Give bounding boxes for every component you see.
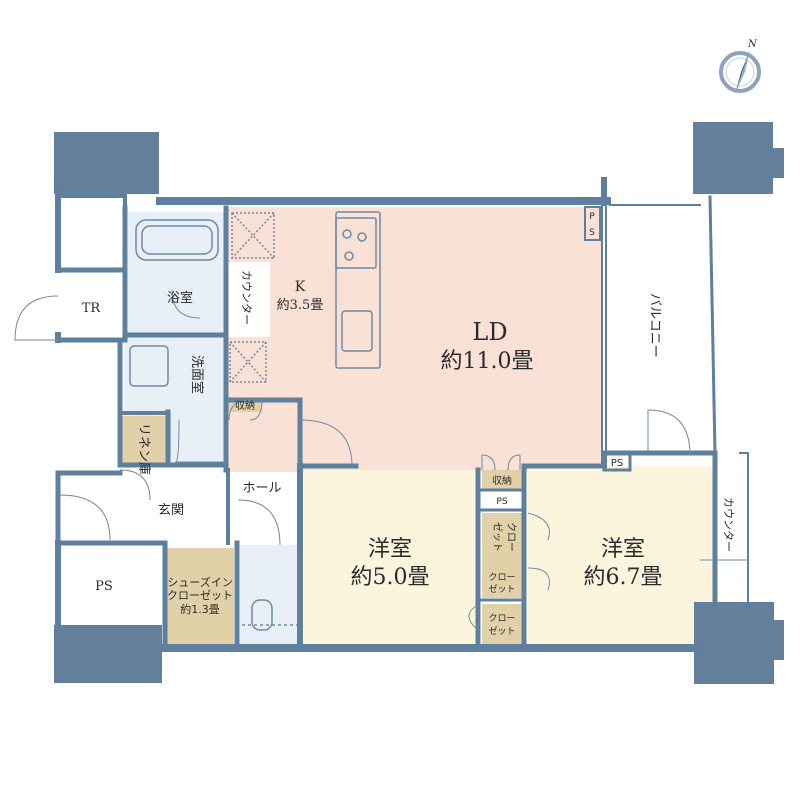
ps-mid-label: PS — [496, 497, 507, 507]
closet-a-line2: ゼット — [491, 522, 503, 552]
storage-mid-label: 収納 — [492, 474, 512, 487]
linen-storage — [122, 416, 166, 464]
compass-icon: N — [719, 39, 761, 94]
k-size-label: 約3.5畳 — [277, 298, 324, 313]
shoe-closet-line2: クローゼット — [167, 589, 233, 602]
tr-label: TR — [82, 301, 102, 316]
shoe-closet-line1: シューズイン — [167, 575, 232, 589]
ps-top-label-2: S — [589, 228, 595, 238]
closet-a-line1: クロー — [505, 522, 517, 552]
counter-area — [228, 262, 270, 337]
western2-size-label: 約6.7畳 — [584, 565, 663, 590]
washroom-label: 洗面室 — [189, 355, 205, 394]
western-room-1 — [304, 470, 479, 646]
western1-size-label: 約5.0畳 — [351, 565, 430, 590]
shoe-closet — [166, 548, 234, 646]
bath-label: 浴室 — [167, 290, 193, 306]
counter-k-label: カウンター — [240, 270, 253, 325]
western1-name-label: 洋室 — [368, 537, 412, 562]
counter-right-label: カウンター — [722, 497, 735, 552]
balcony-label: バルコニー — [647, 293, 662, 358]
ps-left-label: PS — [95, 579, 113, 594]
hall-label: ホール — [242, 481, 281, 496]
ld-name-label: LD — [472, 318, 507, 346]
bath-room — [128, 212, 224, 334]
western-room-2 — [528, 466, 714, 646]
shoe-closet-line3: 約1.3畳 — [180, 602, 220, 616]
closet-a — [482, 513, 522, 568]
closet-c — [482, 604, 522, 644]
entrance-label: 玄関 — [158, 503, 184, 518]
western2-name-label: 洋室 — [601, 537, 645, 562]
closet-b-line2: ゼット — [488, 583, 515, 595]
compass-north-label: N — [747, 39, 758, 50]
ld-size-label: 約11.0畳 — [441, 349, 534, 374]
ps-bottom-label: PS — [611, 458, 623, 469]
ps-top-label-1: P — [589, 212, 595, 222]
closet-b-line1: クロー — [488, 572, 515, 583]
structural-columns — [54, 122, 784, 684]
fixtures — [14, 211, 748, 631]
closet-c-line1: クロー — [488, 613, 515, 624]
toilet-area — [240, 545, 298, 647]
closet-b — [482, 568, 522, 598]
linen-label: リネン庫 — [136, 423, 151, 475]
ld-room — [228, 207, 603, 472]
k-name-label: K — [295, 279, 306, 295]
room-labels: LD 約11.0畳 K 約3.5畳 カウンター 浴室 洗面室 リネン庫 TR 玄… — [82, 212, 735, 637]
storage-small-label: 収納 — [235, 399, 255, 412]
storage-mid — [482, 470, 522, 490]
closet-c-line2: ゼット — [488, 625, 515, 637]
